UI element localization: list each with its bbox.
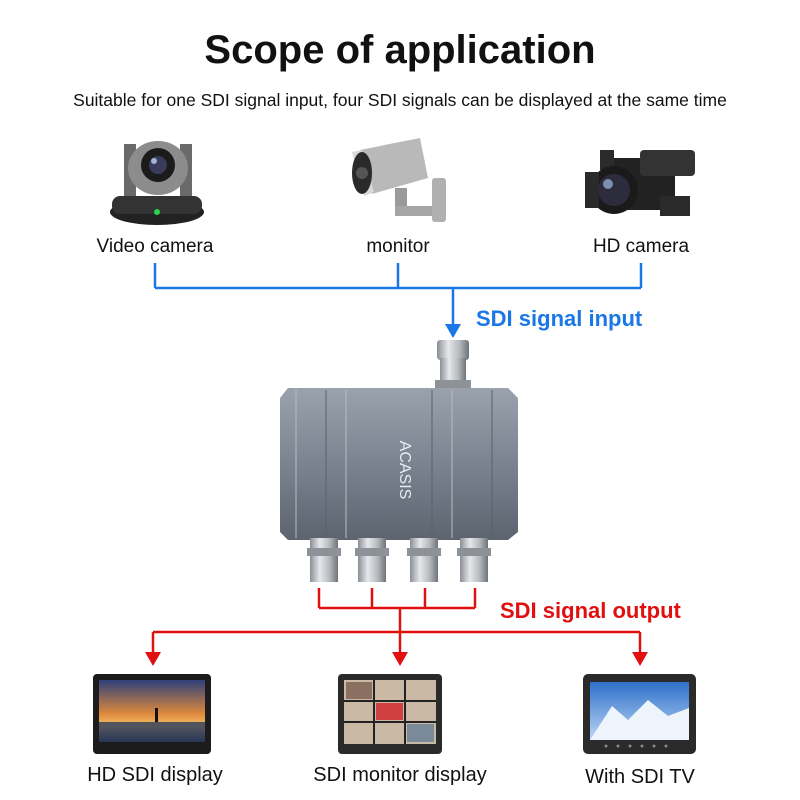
output-bnc-ports [307,538,491,582]
page-title: Scope of application [204,28,596,72]
ptz-camera-icon [110,141,204,225]
input-label-video-camera: Video camera [96,236,214,257]
hd-display-icon [93,674,211,754]
camcorder-icon [585,150,695,216]
sdi-input-label: SDI signal input [476,306,643,331]
sdi-splitter-device: ACASIS [280,340,518,582]
sdi-output-label: SDI signal output [500,598,681,623]
output-connector-lines [151,588,642,654]
tv-icon [583,674,696,754]
monitor-display-icon [338,674,442,754]
cctv-camera-icon [352,138,446,222]
output-label-sdi-tv: With SDI TV [585,766,695,788]
output-arrow-icons [145,652,648,666]
input-label-monitor: monitor [366,236,430,257]
input-connector-lines [153,263,643,326]
input-arrow-icon [445,324,461,338]
output-label-hd-sdi-display: HD SDI display [87,764,223,786]
device-brand-logo: ACASIS [396,441,413,500]
page-subtitle: Suitable for one SDI signal input, four … [73,90,727,110]
input-label-hd-camera: HD camera [592,236,690,257]
output-label-sdi-monitor-display: SDI monitor display [313,764,487,786]
